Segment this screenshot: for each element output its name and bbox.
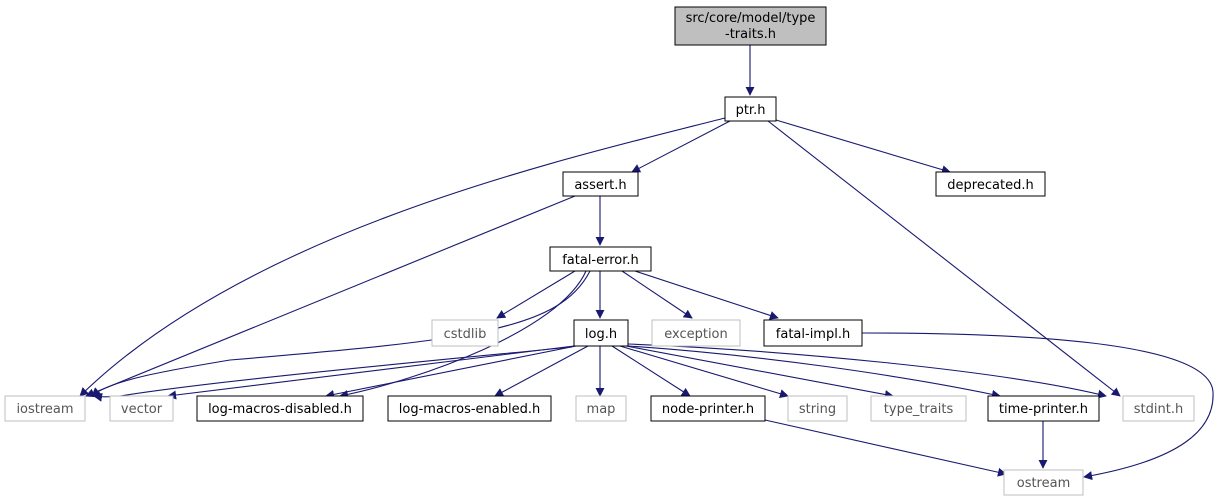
- edge-fatal-impl-to-ostream: [861, 332, 1214, 481]
- node-string-label: string: [799, 402, 836, 417]
- node-iostream-label: iostream: [16, 402, 73, 417]
- edge-fatal-error-to-iostream: [91, 270, 591, 397]
- node-cstdlib-label: cstdlib: [444, 327, 487, 342]
- edge-fatal-error-to-log-macros-disabled: [339, 270, 587, 399]
- node-cstdlib[interactable]: cstdlib: [431, 319, 499, 347]
- node-deprecated[interactable]: deprecated.h: [935, 171, 1046, 197]
- edge-log-to-time-printer: [627, 345, 1001, 399]
- node-map[interactable]: map: [575, 395, 627, 422]
- node-log-macros-enabled[interactable]: log-macros-enabled.h: [387, 395, 552, 422]
- node-time-printer-label: time-printer.h: [999, 402, 1088, 417]
- node-vector-label: vector: [121, 402, 163, 417]
- node-log-macros-disabled[interactable]: log-macros-disabled.h: [196, 395, 364, 422]
- edge-ptr-to-deprecated: [775, 119, 951, 174]
- edge-fatal-error-to-exception: [621, 270, 693, 319]
- node-log-label: log.h: [585, 327, 617, 342]
- edge-ptr-to-iostream: [79, 117, 726, 397]
- node-node-printer-label: node-printer.h: [662, 402, 754, 417]
- node-log-macros-enabled-label: log-macros-enabled.h: [399, 402, 540, 417]
- node-deprecated-label: deprecated.h: [947, 178, 1033, 193]
- edge-ptr-to-stdint: [767, 120, 1121, 397]
- node-fatal-impl[interactable]: fatal-impl.h: [763, 319, 863, 347]
- edge-log-to-stdint: [627, 343, 1107, 399]
- edge-log-to-string: [619, 345, 789, 399]
- node-fatal-impl-label: fatal-impl.h: [776, 327, 850, 342]
- edge-fatal-error-to-cstdlib: [496, 270, 576, 319]
- edges: [79, 45, 1214, 481]
- edge-log-to-type-traits: [625, 345, 894, 399]
- edge-fatal-error-to-fatal-impl: [634, 270, 779, 320]
- node-assert-label: assert.h: [574, 178, 626, 193]
- node-fatal-error[interactable]: fatal-error.h: [549, 246, 652, 272]
- node-root[interactable]: src/core/model/type -traits.h: [674, 6, 827, 46]
- node-time-printer[interactable]: time-printer.h: [987, 395, 1100, 422]
- edge-log-to-node-printer: [611, 345, 691, 397]
- node-map-label: map: [587, 402, 616, 417]
- node-ostream[interactable]: ostream: [1003, 469, 1084, 496]
- node-type-traits[interactable]: type_traits: [870, 395, 967, 422]
- node-stdint-label: stdint.h: [1134, 402, 1183, 417]
- node-type-traits-label: type_traits: [884, 402, 954, 417]
- node-exception-label: exception: [664, 327, 728, 342]
- node-root-label-line2: -traits.h: [725, 27, 776, 42]
- node-assert[interactable]: assert.h: [562, 171, 639, 197]
- node-string[interactable]: string: [787, 395, 848, 422]
- node-iostream[interactable]: iostream: [4, 395, 86, 422]
- node-fatal-error-label: fatal-error.h: [562, 253, 639, 268]
- node-log[interactable]: log.h: [573, 319, 629, 347]
- edge-log-to-log-macros-enabled: [494, 345, 589, 397]
- node-exception[interactable]: exception: [651, 319, 741, 347]
- node-node-printer[interactable]: node-printer.h: [650, 395, 766, 422]
- edge-log-to-iostream: [93, 346, 573, 402]
- edge-assert-to-iostream: [85, 195, 576, 398]
- node-vector[interactable]: vector: [109, 395, 174, 422]
- node-ostream-label: ostream: [1017, 476, 1071, 491]
- edge-node-printer-to-ostream: [764, 419, 1007, 477]
- node-log-macros-disabled-label: log-macros-disabled.h: [208, 402, 352, 417]
- edge-log-to-vector: [167, 345, 575, 400]
- node-ptr[interactable]: ptr.h: [724, 96, 777, 122]
- edge-log-to-log-macros-disabled: [325, 345, 577, 399]
- node-root-label-line1: src/core/model/type: [686, 11, 816, 26]
- node-ptr-label: ptr.h: [736, 103, 766, 118]
- node-stdint[interactable]: stdint.h: [1122, 395, 1195, 422]
- edge-ptr-to-assert: [631, 120, 731, 173]
